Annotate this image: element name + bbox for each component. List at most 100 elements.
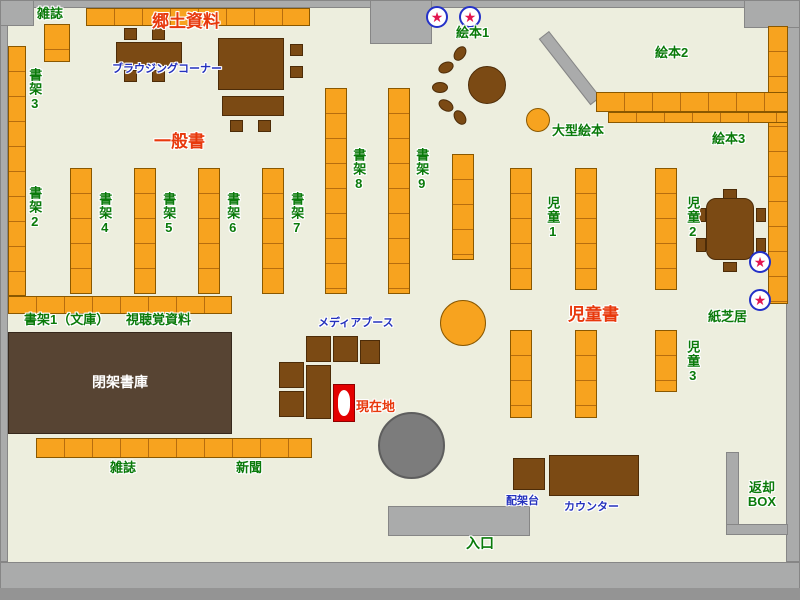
label-shelf-8: 書架8	[351, 148, 367, 192]
media-booth-seat	[306, 336, 331, 362]
label-newspapers: 新聞	[236, 460, 263, 475]
large-picture-books-stand	[526, 108, 550, 132]
bookshelf-magazines-newspapers	[36, 438, 312, 458]
pillar-round	[378, 412, 445, 479]
label-sorting-stand: 配架台	[506, 495, 539, 507]
wall-diagonal	[538, 31, 601, 106]
current-location-marker	[333, 384, 355, 422]
bookshelf-children-3	[655, 330, 677, 392]
star-icon: ★	[426, 6, 448, 28]
chair	[756, 208, 766, 222]
chair	[230, 120, 243, 132]
label-children-3: 児童3	[685, 340, 701, 384]
reading-table	[706, 198, 754, 260]
bookshelf-4	[70, 168, 92, 294]
label-media-booth: メディアブース	[318, 317, 394, 329]
star-icon: ★	[749, 289, 771, 311]
star-glyph: ★	[463, 9, 477, 25]
closed-stacks-label: 閉架書庫	[92, 374, 148, 391]
bookshelf-5	[134, 168, 156, 294]
story-corner-seat	[468, 66, 506, 104]
chair	[696, 238, 706, 252]
chair	[290, 66, 303, 78]
label-shelf-2: 書架2	[27, 186, 43, 230]
closed-stacks-room: 閉架書庫	[8, 332, 232, 434]
bookshelf-children-2	[655, 168, 677, 290]
label-entrance: 入口	[466, 535, 494, 551]
label-local-materials: 郷土資料	[152, 12, 220, 31]
label-browsing-corner: ブラウジングコーナー	[112, 63, 222, 75]
bookshelf-left-wall	[8, 46, 26, 296]
star-glyph: ★	[753, 254, 767, 270]
round-table	[440, 300, 486, 346]
chair	[124, 28, 137, 40]
label-kamishibai: 紙芝居	[708, 309, 748, 324]
pillar-top	[370, 0, 432, 44]
counter-desk	[549, 455, 639, 496]
chair	[258, 120, 271, 132]
label-shelf-6: 書架6	[225, 192, 241, 236]
wall-corner-topleft	[0, 0, 34, 26]
wall-left	[0, 0, 8, 562]
story-corner-cushion	[432, 82, 448, 93]
label-picture-books-3: 絵本3	[712, 131, 746, 146]
wall-bottom-edge	[0, 588, 800, 600]
label-magazines-bottom: 雑誌	[110, 460, 137, 475]
bookshelf-children-1a	[510, 168, 532, 290]
label-children-2: 児童2	[685, 196, 701, 240]
browsing-table	[218, 38, 284, 90]
bookshelf-children-lower-b	[575, 330, 597, 418]
media-booth-seat	[306, 365, 331, 419]
label-children-books: 児童書	[568, 305, 619, 324]
label-current-location: 現在地	[356, 399, 396, 414]
star-glyph: ★	[430, 9, 444, 25]
browsing-table	[116, 42, 182, 66]
chair	[152, 28, 165, 40]
chair	[290, 44, 303, 56]
bookshelf-local-materials	[86, 8, 310, 26]
bookshelf-center	[452, 154, 474, 260]
chair	[723, 189, 737, 199]
wall-right	[786, 0, 800, 562]
bookshelf-children-lower-a	[510, 330, 532, 418]
current-location-dot	[338, 390, 350, 416]
bookshelf-9	[388, 88, 410, 294]
label-shelf-1-bunko: 書架1（文庫）	[24, 312, 110, 327]
media-booth-seat	[360, 340, 380, 364]
star-glyph: ★	[753, 292, 767, 308]
browsing-table	[222, 96, 284, 116]
wall-returnbox-bottom	[726, 524, 788, 535]
chair	[152, 70, 165, 82]
sorting-stand	[513, 458, 545, 490]
chair	[756, 238, 766, 252]
chair	[696, 208, 706, 222]
media-booth-seat	[279, 391, 304, 417]
label-magazines-top: 雑誌	[37, 6, 64, 21]
wall-corner-topright	[744, 0, 800, 28]
story-corner-cushion	[436, 59, 456, 76]
star-icon: ★	[749, 251, 771, 273]
bookshelf-6	[198, 168, 220, 294]
bookshelf-7	[262, 168, 284, 294]
label-audiovisual: 視聴覚資料	[126, 312, 192, 327]
media-booth-seat	[333, 336, 358, 362]
label-picture-books-2: 絵本2	[655, 45, 689, 60]
bookshelf-magazines-top	[44, 24, 70, 62]
label-large-picture-books: 大型絵本	[552, 123, 605, 138]
label-return-box: 返却 BOX	[747, 480, 777, 510]
bookshelf-picture-books-2	[596, 92, 788, 112]
label-shelf-4: 書架4	[97, 192, 113, 236]
label-shelf-5: 書架5	[161, 192, 177, 236]
label-picture-books-1: 絵本1	[456, 25, 490, 40]
bookshelf-right-wall	[768, 26, 788, 304]
wall-bottom-center	[388, 506, 530, 536]
label-shelf-7: 書架7	[289, 192, 305, 236]
story-corner-cushion	[450, 43, 470, 64]
star-icon: ★	[459, 6, 481, 28]
media-booth-seat	[279, 362, 304, 388]
bookshelf-children-1b	[575, 168, 597, 290]
bookshelf-bunko-av	[8, 296, 232, 314]
chair	[124, 70, 137, 82]
label-shelf-9: 書架9	[414, 148, 430, 192]
